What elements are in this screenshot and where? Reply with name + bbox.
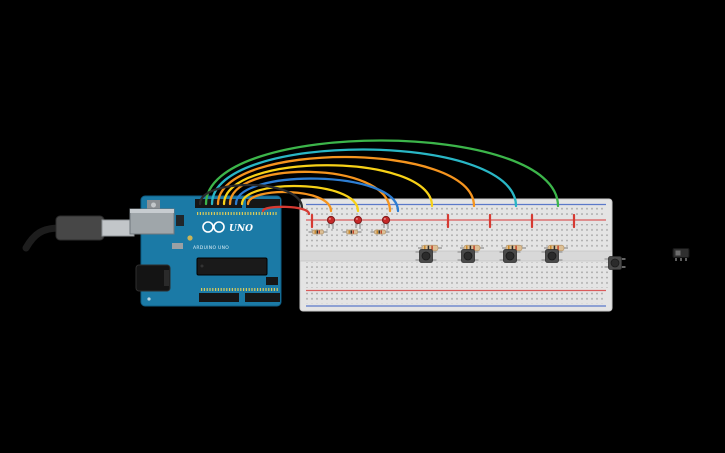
switch-body <box>672 248 690 258</box>
pushbutton-2[interactable] <box>457 249 479 263</box>
resistor-band <box>316 230 318 234</box>
resistor-small-3[interactable] <box>370 229 390 235</box>
led-2[interactable] <box>353 215 363 229</box>
resistor-small-2[interactable] <box>342 229 362 235</box>
usb-cable[interactable] <box>22 215 135 252</box>
power-header[interactable] <box>199 293 239 302</box>
resistor-band <box>378 230 380 234</box>
leds-layer <box>326 215 391 229</box>
led-body <box>326 215 336 225</box>
pushbutton-1[interactable] <box>415 249 437 263</box>
resistor-band <box>553 245 556 251</box>
led-highlight <box>328 217 331 220</box>
digital-header-right[interactable] <box>246 199 280 208</box>
led-highlight <box>355 217 358 220</box>
wire-red[interactable] <box>261 205 311 216</box>
button-cap <box>463 251 473 261</box>
crystal <box>172 243 183 249</box>
voltage-regulator <box>176 215 184 226</box>
arduino-logo-text: UNO <box>229 224 253 234</box>
resistor-2[interactable] <box>460 244 484 252</box>
main-holes-lower[interactable] <box>303 262 609 288</box>
led-3[interactable] <box>381 215 391 229</box>
wires-layer <box>198 139 560 216</box>
center-channel <box>300 251 612 261</box>
arduino-logo-icon <box>202 221 214 233</box>
buttons-layer <box>415 249 563 263</box>
wire-green[interactable] <box>204 139 560 208</box>
wire-orange-1[interactable] <box>216 155 476 208</box>
resistor-band <box>473 245 475 251</box>
mount-hole <box>147 297 151 301</box>
resistor-band <box>508 245 510 251</box>
usb-plug-body <box>55 215 105 241</box>
resistor-band <box>511 245 514 251</box>
led-body <box>381 215 391 225</box>
icsp-header <box>266 277 278 285</box>
resistor-band <box>431 245 433 251</box>
pushbutton-3[interactable] <box>499 249 521 263</box>
resistor-small-1[interactable] <box>308 229 328 235</box>
arduino-logo-icon <box>213 221 225 233</box>
resistor-band <box>352 230 354 234</box>
wire-black[interactable] <box>198 183 304 210</box>
power-jack-inner <box>164 270 169 286</box>
led-highlight <box>383 217 386 220</box>
resistor-band <box>557 245 559 251</box>
switch-knob <box>675 250 681 256</box>
power-jack <box>135 264 171 292</box>
arduino-board-text: ARDUINO UNO <box>193 245 229 251</box>
button-cap <box>505 251 515 261</box>
reset-button-cap <box>151 202 156 208</box>
resistor-band <box>350 230 352 234</box>
loose-slide-switch[interactable] <box>672 248 690 262</box>
resistor-band <box>469 245 472 251</box>
capacitor <box>187 235 193 241</box>
loose-pushbutton[interactable] <box>604 256 626 270</box>
button-cap <box>610 258 620 268</box>
resistor-band <box>314 230 316 234</box>
analog-header[interactable] <box>245 293 280 302</box>
pushbutton-4[interactable] <box>541 249 563 263</box>
resistor-band <box>424 245 426 251</box>
rail-holes-top[interactable] <box>306 206 606 218</box>
button-cap <box>547 251 557 261</box>
chip-notch <box>200 264 204 268</box>
resistor-band <box>427 245 430 251</box>
wire-yellow-2[interactable] <box>240 184 360 213</box>
usb-port-shine <box>130 209 174 213</box>
led-1[interactable] <box>326 215 336 229</box>
microcontroller-chip[interactable] <box>196 257 268 276</box>
resistor-band <box>550 245 552 251</box>
resistor-band <box>348 230 350 234</box>
led-body <box>353 215 363 225</box>
usb-port <box>129 208 175 235</box>
arduino-uno[interactable]: UNO ARDUINO UNO <box>129 195 282 307</box>
wire-cyan[interactable] <box>210 148 518 208</box>
rail-holes-bottom[interactable] <box>306 292 606 304</box>
jumpers-layer <box>310 213 576 229</box>
wire-blue[interactable] <box>234 177 400 213</box>
resistor-band <box>515 245 517 251</box>
wire-orange-2[interactable] <box>228 170 392 213</box>
resistor-band <box>466 245 468 251</box>
loose-parts-layer <box>604 248 690 270</box>
breadboard[interactable] <box>299 198 613 312</box>
button-cap <box>421 251 431 261</box>
resistor-band <box>380 230 382 234</box>
resistor-band <box>376 230 378 234</box>
resistor-band <box>318 230 320 234</box>
usb-plug-metal <box>101 219 135 237</box>
